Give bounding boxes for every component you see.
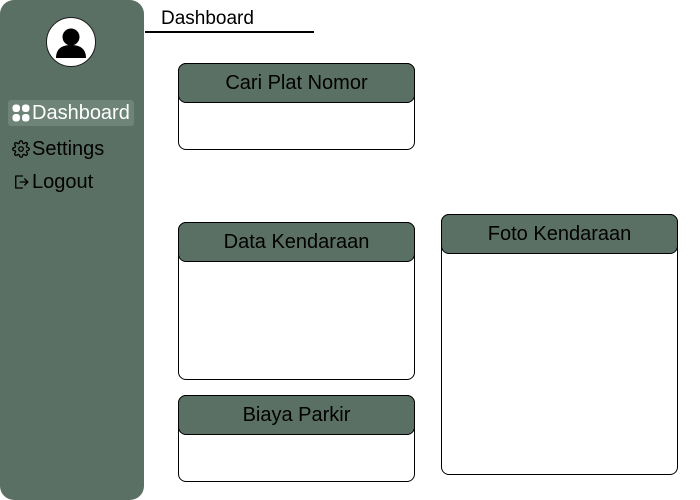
vehicle-data-card-header: Data Kendaraan	[178, 222, 415, 262]
user-avatar-icon	[47, 18, 95, 66]
vehicle-data-card: Data Kendaraan	[178, 222, 415, 380]
card-title: Biaya Parkir	[242, 403, 351, 426]
page-title: Dashboard	[161, 8, 254, 29]
plate-search-card-header: Cari Plat Nomor	[178, 63, 415, 103]
plate-search-card: Cari Plat Nomor	[178, 63, 415, 150]
parking-fee-card-header: Biaya Parkir	[178, 395, 415, 435]
card-title: Foto Kendaraan	[487, 222, 632, 245]
logout-icon	[11, 172, 31, 192]
vehicle-photo-card: Foto Kendaraan	[441, 214, 678, 475]
parking-fee-card: Biaya Parkir	[178, 395, 415, 482]
sidebar-item-label: Logout	[32, 170, 94, 193]
gear-icon	[11, 139, 31, 159]
card-title: Data Kendaraan	[223, 230, 370, 253]
card-title: Cari Plat Nomor	[225, 71, 368, 94]
title-underline-divider	[145, 31, 314, 33]
dashboard-grid-icon	[11, 103, 31, 123]
vehicle-photo-card-header: Foto Kendaraan	[441, 214, 678, 254]
sidebar-item-label: Settings	[32, 137, 105, 160]
sidebar-item-dashboard[interactable]: Dashboard	[8, 100, 134, 126]
sidebar-item-settings[interactable]: Settings	[8, 136, 104, 162]
sidebar-item-label: Dashboard	[32, 101, 130, 124]
avatar[interactable]	[46, 17, 96, 67]
sidebar: Dashboard Settings Logout	[0, 0, 144, 500]
sidebar-item-logout[interactable]: Logout	[8, 169, 93, 195]
